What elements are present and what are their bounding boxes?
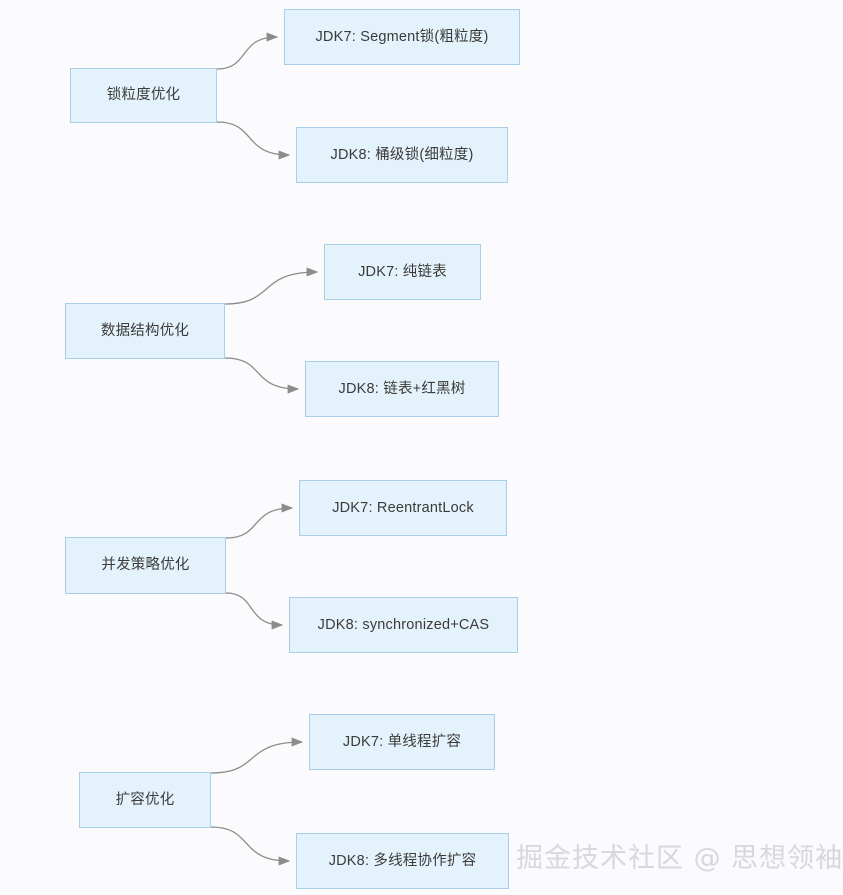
node-parent-resize[interactable]: 扩容优化 — [79, 772, 211, 828]
node-label: JDK7: Segment锁(粗粒度) — [315, 28, 489, 45]
node-child-lock-granularity-0[interactable]: JDK7: Segment锁(粗粒度) — [284, 9, 520, 65]
node-label: JDK8: 链表+红黑树 — [338, 380, 466, 397]
node-child-resize-0[interactable]: JDK7: 单线程扩容 — [309, 714, 495, 770]
node-parent-data-structure[interactable]: 数据结构优化 — [65, 303, 225, 359]
connector-data-structure-0 — [224, 267, 319, 305]
node-child-data-structure-1[interactable]: JDK8: 链表+红黑树 — [305, 361, 499, 417]
node-label: JDK7: 单线程扩容 — [342, 733, 462, 750]
connector-concurrency-strategy-0 — [225, 503, 294, 539]
node-label: 并发策略优化 — [101, 557, 190, 574]
node-child-lock-granularity-1[interactable]: JDK8: 桶级锁(细粒度) — [296, 127, 508, 183]
watermark: 掘金技术社区 @ 思想领袖 — [516, 843, 843, 874]
node-label: JDK8: 多线程协作扩容 — [328, 852, 477, 869]
node-parent-concurrency-strategy[interactable]: 并发策略优化 — [65, 537, 226, 594]
node-child-data-structure-0[interactable]: JDK7: 纯链表 — [324, 244, 481, 300]
node-child-concurrency-strategy-0[interactable]: JDK7: ReentrantLock — [299, 480, 507, 536]
node-label: JDK8: synchronized+CAS — [317, 616, 490, 633]
node-label: 扩容优化 — [115, 791, 175, 808]
connector-resize-0 — [210, 737, 304, 774]
node-label: 锁粒度优化 — [106, 87, 181, 104]
node-label: JDK7: 纯链表 — [358, 263, 447, 280]
connector-lock-granularity-0 — [216, 32, 279, 70]
connector-data-structure-1 — [224, 357, 300, 394]
node-child-resize-1[interactable]: JDK8: 多线程协作扩容 — [296, 833, 509, 889]
node-label: JDK7: ReentrantLock — [332, 499, 474, 516]
connector-lock-granularity-1 — [216, 121, 291, 160]
node-parent-lock-granularity[interactable]: 锁粒度优化 — [70, 68, 217, 123]
connector-resize-1 — [210, 826, 291, 866]
node-child-concurrency-strategy-1[interactable]: JDK8: synchronized+CAS — [289, 597, 518, 653]
node-label: JDK8: 桶级锁(细粒度) — [330, 146, 474, 163]
connector-concurrency-strategy-1 — [225, 592, 284, 630]
node-label: 数据结构优化 — [100, 322, 190, 339]
